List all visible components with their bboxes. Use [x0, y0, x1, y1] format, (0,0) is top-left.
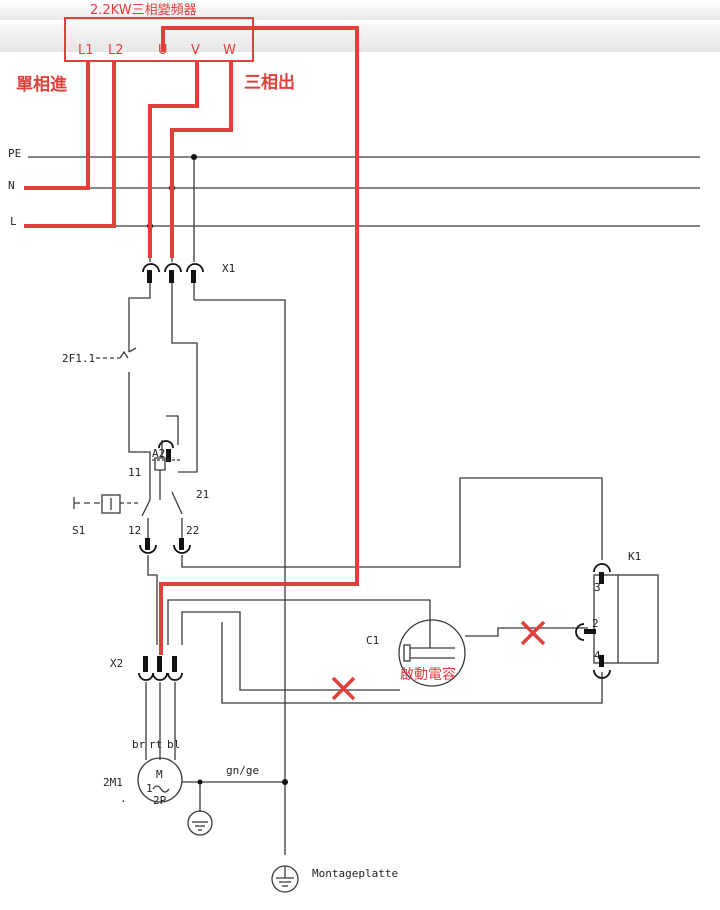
- contact-22-label: 22: [186, 524, 199, 537]
- motor-m-label: M: [156, 768, 163, 781]
- capacitor-symbol: [398, 619, 466, 687]
- black-wiring: [73, 157, 603, 855]
- red-wire-l1: [24, 61, 90, 190]
- wire-label-br: br: [132, 738, 146, 751]
- motor-label: 2M1: [103, 776, 123, 789]
- bus-label-n: N: [8, 179, 15, 192]
- capacitor-label: C1: [366, 634, 379, 647]
- terminal-l1: L1: [78, 43, 94, 58]
- wire-label-bl: bl: [167, 738, 180, 751]
- breaker-label: 2F1.1: [62, 352, 95, 365]
- terminal-w: W: [223, 43, 236, 58]
- a2-relay: [152, 440, 180, 471]
- contact-11-label: 11: [128, 466, 141, 479]
- relay-k1: [575, 563, 659, 679]
- x2-label: X2: [110, 657, 123, 670]
- x2-terminal-block: [138, 656, 183, 681]
- bus-label-l: L: [10, 215, 17, 228]
- red-annotations: [24, 17, 546, 701]
- single-phase-in-note: 單相進: [16, 74, 67, 95]
- plate-ground-icon: [271, 865, 299, 893]
- bus-label-pe: PE: [8, 147, 21, 160]
- relay-label: K1: [628, 550, 641, 563]
- red-wire-u: [159, 26, 359, 655]
- breaker-symbol: [96, 347, 137, 359]
- motor-2p-label: 2P: [153, 794, 167, 807]
- switch-label: S1: [72, 524, 85, 537]
- motor-ground-icon: [187, 810, 213, 836]
- red-wire-w: [170, 61, 233, 258]
- three-phase-out-note: 三相出: [244, 72, 295, 93]
- bus-lines: [28, 156, 700, 227]
- a2-label: A2: [152, 447, 165, 460]
- terminal-u: U: [158, 43, 168, 58]
- k1-pin-2: 2: [592, 617, 599, 630]
- cut-mark-k1-icon: [520, 620, 546, 646]
- motor-symbol: [137, 757, 183, 803]
- x1-terminal-block: [142, 263, 204, 283]
- cut-mark-bottom-icon: [331, 676, 356, 701]
- terminal-v: V: [191, 43, 200, 58]
- gnge-label: gn/ge: [226, 764, 259, 777]
- k1-pin-3: 3: [594, 581, 601, 594]
- x1-label: X1: [222, 262, 235, 275]
- inverter-title: 2.2KW三相變頻器: [90, 2, 197, 18]
- wire-label-rt: rt: [149, 738, 162, 751]
- toolbar-band: [0, 24, 720, 52]
- k1-pin-4: 4: [594, 649, 601, 662]
- start-capacitor-note: 啟動電容: [400, 666, 456, 683]
- ground-plate-label: Montageplatte: [312, 867, 398, 880]
- motor-1-label: 1: [146, 782, 153, 795]
- red-wire-l2: [24, 61, 116, 228]
- s1-terminals: [139, 538, 191, 554]
- contact-21-label: 21: [196, 488, 209, 501]
- top-band: [0, 0, 720, 20]
- motor-dot-label: .: [120, 792, 127, 805]
- inverter-box: [64, 17, 254, 62]
- terminal-l2: L2: [108, 43, 124, 58]
- contact-12-label: 12: [128, 524, 141, 537]
- red-wire-v: [148, 61, 199, 258]
